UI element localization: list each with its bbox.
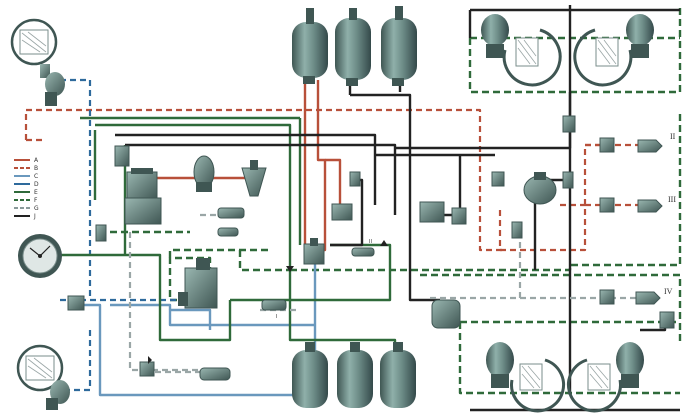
coupling-ii xyxy=(599,137,663,153)
legend-label-j: J xyxy=(33,213,36,220)
check-valve-mid xyxy=(261,299,287,311)
unloader-valve xyxy=(114,145,130,167)
small-valve-upper xyxy=(349,171,361,187)
line-b-red-dashed xyxy=(24,108,640,252)
pressure-regulator xyxy=(193,155,215,192)
coupling-iii xyxy=(599,197,663,213)
legend-entry-j: J xyxy=(14,213,36,220)
air-tank-top-2 xyxy=(335,8,371,86)
small-valve-top-right xyxy=(562,115,576,133)
port-label-iii: III xyxy=(668,195,676,204)
brake-unit-top-left xyxy=(481,14,562,87)
flow-arrows xyxy=(148,240,388,364)
bleed-valve-left xyxy=(95,224,107,242)
arrow-up-icon xyxy=(380,240,388,246)
legend-label-g: G xyxy=(34,205,39,212)
coupling-iv xyxy=(599,289,661,305)
legend-label-f: F xyxy=(34,197,38,204)
air-tank-bottom-2 xyxy=(337,342,373,408)
quick-release-valve xyxy=(419,201,445,223)
brake-chamber-front-left xyxy=(45,72,65,106)
valve-mark-i: I xyxy=(276,314,277,320)
legend-label-c: C xyxy=(34,173,38,180)
brake-control-valve xyxy=(178,258,218,309)
brake-unit-top-right xyxy=(573,14,654,87)
small-valve-right-of-control xyxy=(562,171,574,189)
pressure-gauge xyxy=(18,234,62,278)
check-valve-1 xyxy=(217,207,245,219)
legend-label-b: B xyxy=(34,165,38,172)
brake-chamber-rear-left xyxy=(46,380,70,410)
relay-valve-bottom xyxy=(199,367,231,381)
brake-unit-bottom-left xyxy=(486,342,566,413)
air-tank-bottom-1 xyxy=(292,342,328,408)
valve-mark-ii: II xyxy=(369,239,372,245)
legend-entry-d: D xyxy=(14,181,39,188)
coupling-dark xyxy=(659,311,675,329)
distribution-valve xyxy=(303,238,325,265)
relay-valve-right xyxy=(451,207,467,225)
legend-entry-g: G xyxy=(14,205,39,212)
legend-entry-f: F xyxy=(14,197,38,204)
legend-entry-b: B xyxy=(14,165,38,172)
line-a-red-solid xyxy=(155,80,342,252)
compressor xyxy=(124,168,162,225)
legend-entry-c: C xyxy=(14,173,38,180)
port-label-ii: II xyxy=(670,132,676,141)
arrow-right-icon xyxy=(148,356,152,364)
protection-valve xyxy=(331,203,353,221)
small-valve-left-of-control xyxy=(491,171,505,187)
air-tank-top-1 xyxy=(292,8,328,84)
large-relay-valve xyxy=(431,299,461,329)
air-tank-bottom-3 xyxy=(380,342,416,408)
tee-fitting-left xyxy=(67,295,85,311)
check-valve-upper xyxy=(351,247,375,257)
water-separator xyxy=(241,160,267,197)
brake-drum-rear-left xyxy=(16,344,64,392)
bleed-valve-bottom xyxy=(139,361,155,377)
brake-unit-bottom-right xyxy=(566,342,644,413)
legend-label-a: A xyxy=(34,157,39,164)
legend-label-e: E xyxy=(34,189,38,196)
port-label-iv: IV xyxy=(664,287,673,296)
brake-drum-front-left xyxy=(10,18,58,78)
small-valve-lower-red xyxy=(511,221,523,239)
air-tank-top-3 xyxy=(381,6,417,86)
legend-label-d: D xyxy=(34,181,39,188)
trailer-control-valve xyxy=(523,172,557,205)
check-valve-2 xyxy=(217,227,239,237)
legend: A B C D E F G J xyxy=(14,157,39,220)
arrow-down-icon xyxy=(286,266,294,272)
line-g-grey-dashed xyxy=(128,213,640,374)
legend-entry-e: E xyxy=(14,189,38,196)
legend-entry-a: A xyxy=(14,157,39,164)
